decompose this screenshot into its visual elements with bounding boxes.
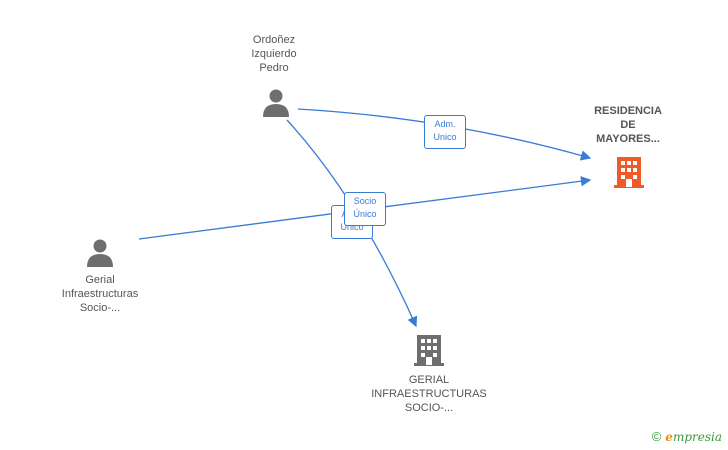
node-label-line: MAYORES... xyxy=(596,133,660,145)
node-person-top-label: Ordoñez Izquierdo Pedro xyxy=(224,33,324,75)
node-label-line: Izquierdo xyxy=(251,48,297,60)
node-label-line: GERIAL xyxy=(408,374,450,386)
edge-label-line: Único xyxy=(353,209,377,219)
node-label-line: Infraestructuras xyxy=(61,288,139,300)
node-label-line: Ordoñez xyxy=(252,34,296,46)
node-person-left-label: Gerial Infraestructuras Socio-... xyxy=(40,273,160,315)
edge-label-badge[interactable]: Adm. Unico xyxy=(424,115,466,149)
node-company-main-label: RESIDENCIA DE MAYORES... xyxy=(572,104,684,146)
edge-label-line: Unico xyxy=(340,222,364,232)
building-icon[interactable] xyxy=(414,333,444,367)
person-icon[interactable] xyxy=(261,88,291,118)
node-label-line: DE xyxy=(620,119,636,131)
node-label-line: INFRAESTRUCTURAS xyxy=(371,388,487,400)
edge-label-line: Socio xyxy=(353,196,377,206)
edge-label-line: Adm. xyxy=(434,119,456,129)
edge-label-line: Unico xyxy=(433,132,457,142)
building-icon[interactable] xyxy=(614,155,644,189)
node-company-bottom-label: GERIAL INFRAESTRUCTURAS SOCIO-... xyxy=(359,373,499,415)
node-label-line: RESIDENCIA xyxy=(594,105,662,117)
node-label-line: SOCIO-... xyxy=(404,402,454,414)
person-icon[interactable] xyxy=(85,238,115,268)
brand-logo-text: mpresia xyxy=(672,430,722,444)
edge-label-badge[interactable]: Socio Único xyxy=(344,192,386,226)
brand-watermark: ©empresia xyxy=(652,429,722,444)
copyright-symbol: © xyxy=(651,429,662,444)
brand-logo-e: e xyxy=(665,430,673,444)
node-label-line: Gerial xyxy=(85,274,115,286)
node-label-line: Socio-... xyxy=(79,302,121,314)
node-label-line: Pedro xyxy=(259,62,289,74)
